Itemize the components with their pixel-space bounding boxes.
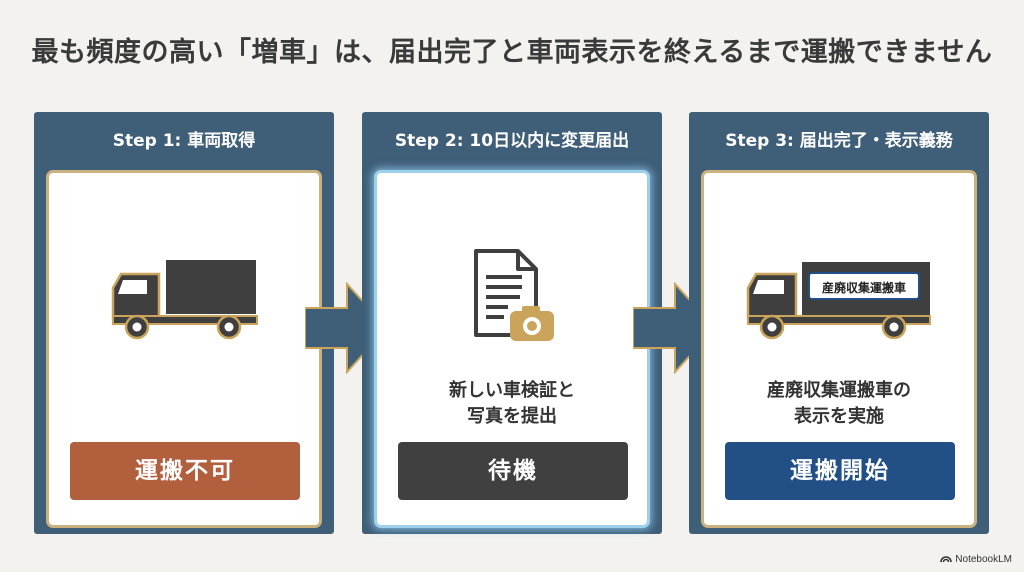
page-title: 最も頻度の高い「増車」は、届出完了と車両表示を終えるまで運搬できません — [31, 37, 993, 68]
step-3-panel: Step 3: 届出完了・表示義務 産廃収集運搬車 産廃収集運搬車の 表示を実施… — [689, 112, 989, 534]
step-3-header: Step 3: 届出完了・表示義務 — [725, 131, 953, 151]
notebooklm-logo-icon — [940, 553, 953, 566]
status-start-transport: 運搬開始 — [725, 442, 955, 500]
step-1-header: Step 1: 車両取得 — [112, 131, 256, 151]
step-3-card: 産廃収集運搬車 産廃収集運搬車の 表示を実施 運搬開始 — [701, 170, 977, 528]
step-2-panel: Step 2: 10日以内に変更届出 新しい車検証と 写真を提出 待機 — [362, 112, 662, 534]
step-2-card: 新しい車検証と 写真を提出 待機 — [374, 170, 650, 528]
step-2-header: Step 2: 10日以内に変更届出 — [394, 131, 630, 151]
step-1-card: 運搬不可 — [46, 170, 322, 528]
truck-label: 産廃収集運搬車 — [808, 272, 920, 300]
truck-icon — [49, 258, 319, 348]
status-waiting: 待機 — [398, 442, 628, 500]
step-3-description-line2: 表示を実施 — [794, 406, 884, 427]
footer-brand: NotebookLM — [940, 553, 1012, 566]
step-2-description-line1: 新しい車検証と — [449, 380, 575, 401]
document-camera-icon — [377, 245, 647, 349]
footer-brand-label: NotebookLM — [955, 554, 1012, 566]
step-3-description-line1: 産廃収集運搬車の — [767, 380, 911, 401]
step-1-panel: Step 1: 車両取得 運搬不可 — [34, 112, 334, 534]
step-2-description-line2: 写真を提出 — [467, 406, 557, 427]
labeled-truck-icon: 産廃収集運搬車 — [704, 258, 974, 344]
status-not-transportable: 運搬不可 — [70, 442, 300, 500]
